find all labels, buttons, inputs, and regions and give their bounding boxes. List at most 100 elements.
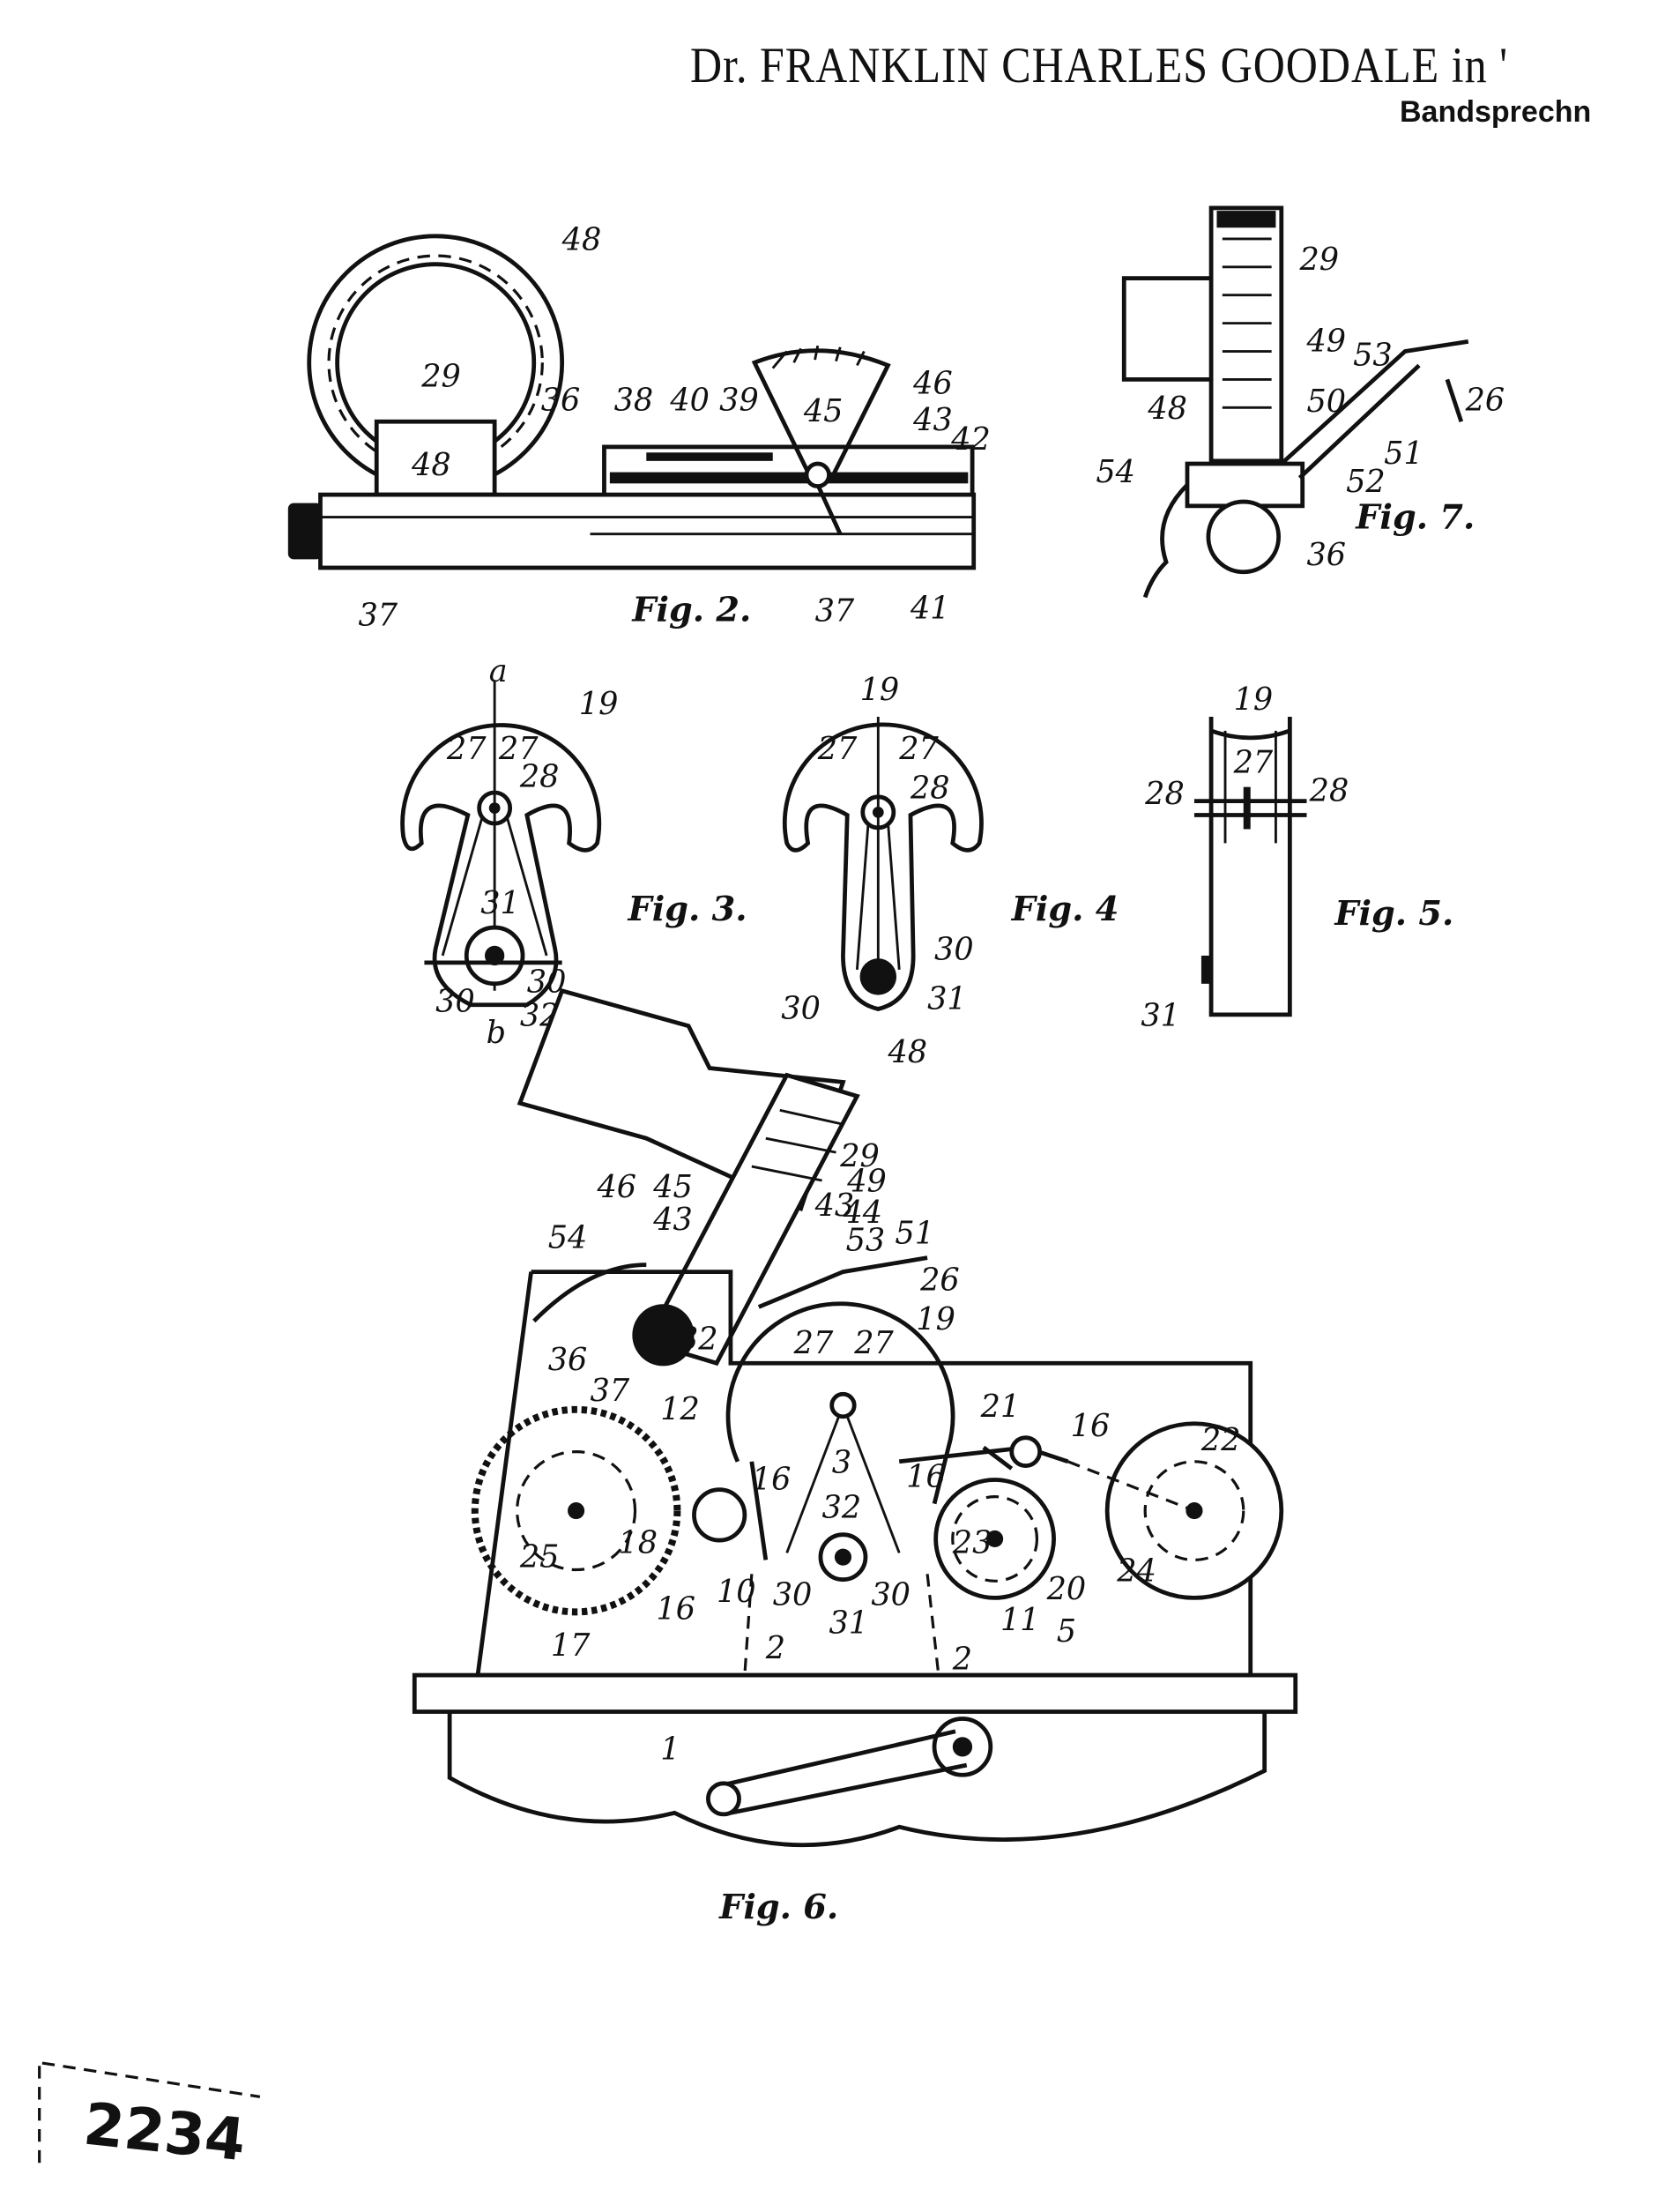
figure-5: 19 27 28 28 31 Fig. 5. [1141,681,1453,1034]
figure-caption: Fig. 5. [1334,894,1453,934]
ref-numeral: 19 [579,686,619,722]
ref-numeral: 27 [898,731,939,767]
ref-numeral: 40 [669,382,710,418]
ref-numeral: 31 [480,885,520,921]
figure-7: 29 49 53 26 48 50 51 52 54 36 Fig. 7. [1096,205,1505,599]
ref-numeral: 29 [1299,242,1340,278]
ref-numeral: 48 [1147,391,1187,427]
figure-2: 48 29 48 36 38 40 39 45 46 43 42 37 37 4… [287,222,991,633]
ref-numeral: 27 [1233,745,1274,781]
ref-numeral: 51 [1384,436,1423,472]
ref-numeral: 10 [717,1574,756,1610]
ref-numeral: 19 [916,1301,955,1337]
ref-numeral: 16 [656,1590,695,1627]
ref-numeral: 12 [660,1391,700,1427]
figure-caption: Fig. 2. [631,591,751,630]
ref-numeral: 36 [1306,537,1346,573]
ref-numeral: 26 [919,1262,960,1298]
ref-numeral: 27 [817,731,858,767]
ref-numeral: 45 [803,393,844,429]
ref-numeral: 21 [980,1389,1021,1425]
ref-numeral: 30 [934,932,974,968]
ref-numeral: 49 [846,1164,887,1200]
ref-numeral: 48 [887,1034,927,1070]
figure-6: 48 29 49 46 45 43 43 44 53 51 54 26 19 2… [412,987,1298,1927]
ref-numeral: 48 [561,222,602,258]
figure-4: 19 27 27 28 30 30 31 Fig. 4 [781,672,1119,1027]
ref-numeral: 17 [551,1627,591,1664]
ref-numeral: 27 [793,1325,834,1361]
ref-numeral: 49 [1305,324,1346,360]
ref-numeral: 50 [1306,384,1346,420]
ref-numeral: 42 [950,421,991,458]
ref-numeral: a [489,653,508,689]
ref-numeral: 41 [910,590,950,626]
ref-numeral: 28 [910,770,950,806]
ref-numeral: 44 [842,1195,882,1231]
ref-numeral: 22 [1200,1422,1241,1458]
ref-numeral: 43 [814,1188,855,1224]
ref-numeral: 16 [1071,1408,1111,1444]
ref-numeral: 5 [1057,1613,1076,1650]
ref-numeral: 36 [541,382,581,418]
ref-numeral: 28 [1144,776,1185,812]
ref-numeral: 1 [660,1732,680,1768]
ref-numeral: 38 [614,382,654,418]
ref-numeral: 31 [927,981,967,1017]
ref-numeral: 27 [853,1325,894,1361]
ref-numeral: 16 [906,1458,946,1494]
figure-caption: Fig. 3. [628,890,747,929]
patent-title: Dr. FRANKLIN CHARLES GOODALE in ' [690,36,1509,93]
ref-numeral: 53 [1353,337,1393,373]
ref-numeral: 54 [1096,454,1135,490]
ref-numeral: 27 [446,731,487,767]
ref-numeral: 29 [420,358,461,394]
stamp-border [38,2061,261,2164]
ref-numeral: 18 [618,1524,658,1560]
ref-numeral: 25 [519,1538,560,1575]
ref-numeral: 43 [912,402,953,438]
ref-numeral: 28 [519,759,560,795]
ref-numeral: b [487,1015,506,1051]
ref-numeral: 24 [1116,1553,1156,1589]
ref-numeral: 32 [822,1490,862,1526]
ref-numeral: 3 [832,1445,851,1481]
ref-numeral: 54 [548,1219,588,1255]
figure-caption: Fig. 4 [1011,890,1119,929]
ref-numeral: 39 [719,382,759,418]
ref-numeral: 27 [498,731,539,767]
ref-numeral: 2 [765,1630,785,1666]
figure-3: a 19 27 27 28 31 30 30 32 b Fig. 3. [400,653,747,1051]
ref-numeral: 26 [1465,382,1505,418]
ref-numeral: 37 [815,593,855,629]
ref-numeral: 31 [1141,998,1180,1034]
figure-caption: Fig. 6. [718,1888,838,1927]
ref-numeral: 53 [846,1223,886,1259]
ref-numeral: 30 [781,991,821,1027]
ref-numeral: 52 [1346,464,1386,500]
ref-numeral: 31 [829,1605,869,1641]
ref-numeral: 19 [1234,681,1274,718]
ref-numeral: 36 [548,1342,588,1378]
ref-numeral: 19 [860,672,900,708]
ref-numeral: 30 [773,1576,813,1612]
ref-numeral: 23 [952,1524,992,1560]
ref-numeral: 37 [591,1373,630,1409]
ref-numeral: 29 [839,1138,880,1174]
ref-numeral: 16 [752,1462,792,1498]
ref-numeral: 32 [679,1321,718,1357]
ref-numeral: 37 [359,597,398,633]
ref-numeral: 30 [435,984,475,1020]
ref-numeral: 45 [652,1169,693,1205]
ref-numeral: 46 [597,1169,637,1205]
figure-caption: Fig. 7. [1355,497,1475,537]
ref-numeral: 20 [1046,1571,1087,1607]
ref-numeral: 11 [1000,1602,1040,1638]
patent-subtitle: Bandsprechn [1400,95,1592,129]
ref-numeral: 48 [411,447,451,483]
ref-numeral: 2 [952,1642,972,1678]
ref-numeral: 46 [912,365,953,401]
ref-numeral: 30 [871,1576,911,1612]
